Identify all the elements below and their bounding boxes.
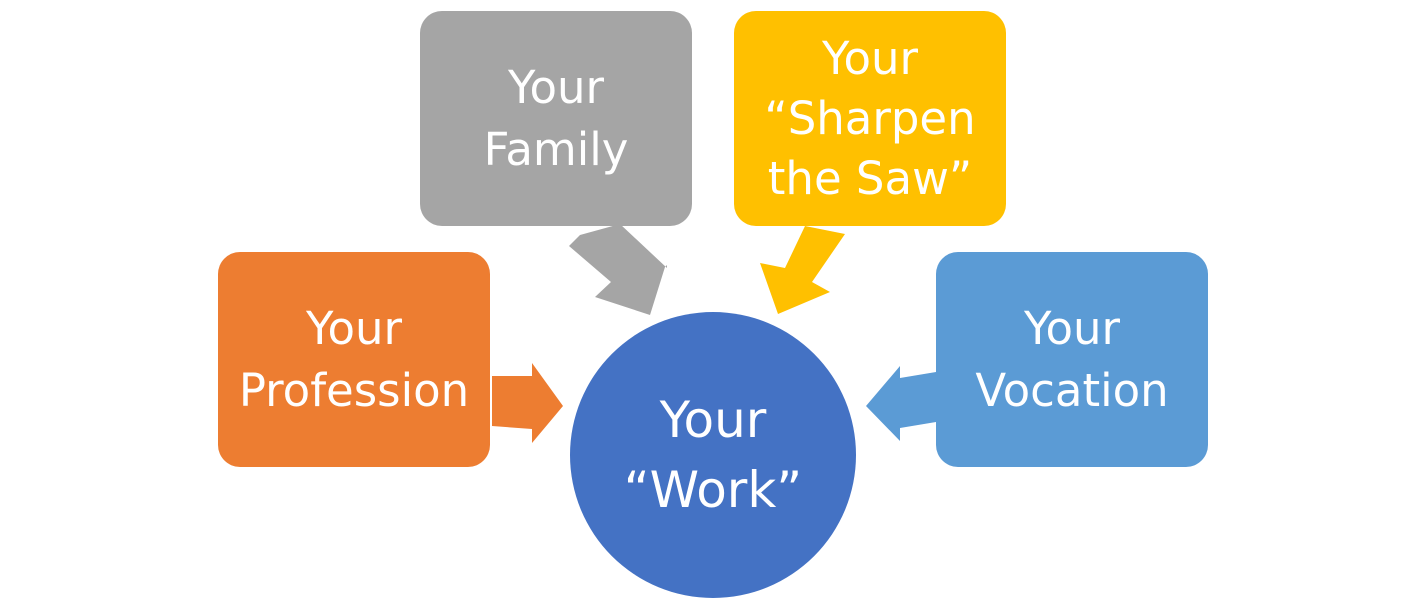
node-family: Your Family xyxy=(420,11,692,226)
node-vocation-line1: Your xyxy=(1023,301,1121,355)
node-sharpen-the-saw: Your “Sharpen the Saw” xyxy=(734,11,1006,226)
node-vocation: Your Vocation xyxy=(936,252,1208,467)
node-sharpen-line3: the Saw” xyxy=(767,151,973,205)
node-profession-line2: Profession xyxy=(238,363,470,417)
node-work-line2: “Work” xyxy=(623,461,803,519)
node-work-line1: Your xyxy=(659,391,767,449)
node-family-line1: Your xyxy=(507,60,605,114)
node-profession: Your Profession xyxy=(218,252,490,467)
node-profession-line1: Your xyxy=(305,301,403,355)
arrow-profession-to-work xyxy=(492,363,563,443)
arrow-family-to-work xyxy=(569,224,667,315)
node-work: Your “Work” xyxy=(570,312,856,598)
node-vocation-line2: Vocation xyxy=(975,363,1169,417)
arrow-sharpen-to-work xyxy=(760,226,845,314)
node-family-line2: Family xyxy=(483,122,629,176)
arrow-vocation-to-work xyxy=(866,366,936,441)
node-sharpen-line2: “Sharpen xyxy=(764,91,976,145)
node-sharpen-line1: Your xyxy=(821,31,919,85)
